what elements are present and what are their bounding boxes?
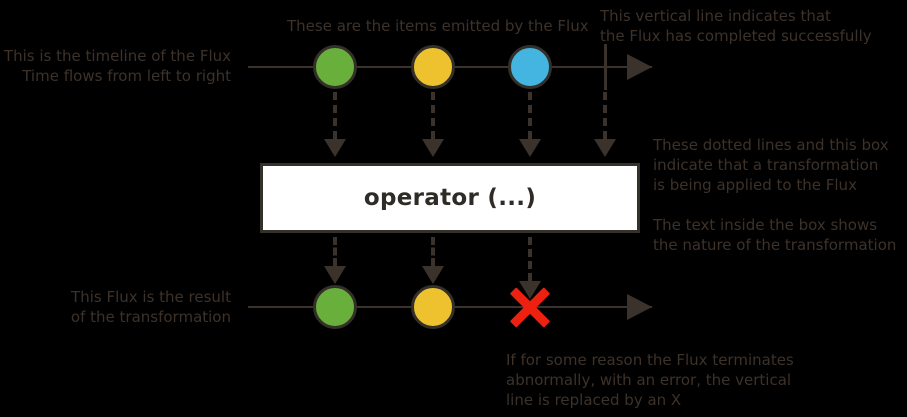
marble-green[interactable] [313,45,357,89]
operator-label: operator (...) [363,185,537,211]
result-timeline-arrowhead [627,294,652,320]
dash-arrow-green-to-box [324,139,346,157]
error-x-icon[interactable] [504,281,556,333]
dash-line-yellow-to-box [431,92,435,139]
dash-line-completion-to-box [603,92,607,139]
note-error-explanation: If for some reason the Flux terminates a… [506,351,794,409]
dash-arrow-blue-to-box [519,139,541,157]
note-transformation: These dotted lines and this box indicate… [653,136,889,194]
completion-line-marker [604,44,607,90]
dash-line-blue-to-box [528,92,532,139]
source-timeline-arrowhead [627,54,652,80]
dash-arrow-box-to-result-yellow [422,266,444,284]
note-items-emitted: These are the items emitted by the Flux [287,17,589,35]
result-marble-yellow[interactable] [411,285,455,329]
note-box-text-meaning: The text inside the box shows the nature… [653,216,897,254]
marble-blue[interactable] [508,45,552,89]
dash-line-box-to-result-green [333,237,337,266]
dash-line-box-to-result-yellow [431,237,435,266]
result-marble-green[interactable] [313,285,357,329]
dash-arrow-completion-to-box [594,139,616,157]
dash-arrow-yellow-to-box [422,139,444,157]
operator-box[interactable]: operator (...) [260,163,640,233]
dash-line-green-to-box [333,92,337,139]
dash-arrow-box-to-result-green [324,266,346,284]
note-completion-line: This vertical line indicates that the Fl… [600,7,872,45]
marble-yellow[interactable] [411,45,455,89]
dash-line-box-to-result-error [528,237,532,281]
note-result-flux: This Flux is the result of the transform… [70,288,231,326]
note-timeline-left: This is the timeline of the Flux Time fl… [3,47,231,85]
